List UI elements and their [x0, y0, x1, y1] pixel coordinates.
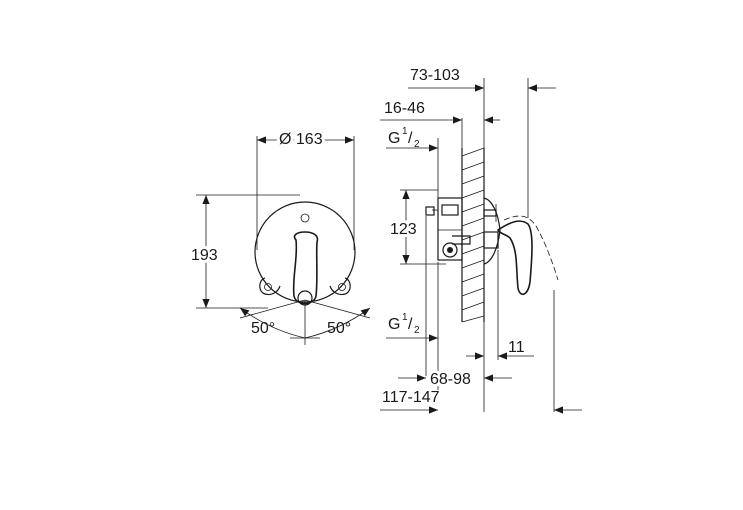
dim-11-label: 11 [508, 339, 525, 356]
dim-123-label: 123 [390, 221, 417, 238]
dim-16-46-label: 16-46 [384, 100, 425, 117]
lug-right [329, 277, 351, 296]
angle-left-label: 50° [251, 320, 275, 337]
lever-handle [292, 231, 319, 305]
side-view: 73-103 16-46 G 1 / 2 123 G 1 / 2 11 [380, 67, 582, 414]
cover-hole [300, 213, 310, 223]
svg-text:2: 2 [414, 325, 420, 336]
svg-text:1: 1 [402, 126, 408, 137]
concealed-body [425, 197, 499, 261]
svg-text:1: 1 [402, 312, 408, 323]
dim-73-103-label: 73-103 [410, 67, 460, 84]
svg-text:G: G [388, 130, 400, 147]
svg-text:/: / [408, 130, 413, 147]
svg-text:/: / [408, 316, 413, 333]
angle-right-label: 50° [327, 320, 351, 337]
cover-plate [254, 201, 356, 303]
height-label: 193 [191, 247, 218, 264]
lever-rotated [503, 215, 559, 281]
lever-side [496, 220, 533, 295]
thread-top-label: G 1 / 2 [386, 126, 438, 152]
diameter-label: Ø 163 [279, 131, 323, 148]
dim-68-98-label: 68-98 [430, 371, 471, 388]
svg-text:G: G [388, 316, 400, 333]
dim-117-147-label: 117-147 [382, 389, 440, 406]
front-view: Ø 163 193 50° 50° [188, 128, 371, 345]
lug-left-hole [264, 283, 272, 291]
lug-left [259, 277, 281, 296]
thread-bottom-label: G 1 / 2 [386, 312, 438, 342]
cover-plate-side [483, 197, 501, 265]
lug-right-hole [338, 283, 346, 291]
wall-section [461, 147, 485, 323]
svg-text:2: 2 [414, 139, 420, 150]
